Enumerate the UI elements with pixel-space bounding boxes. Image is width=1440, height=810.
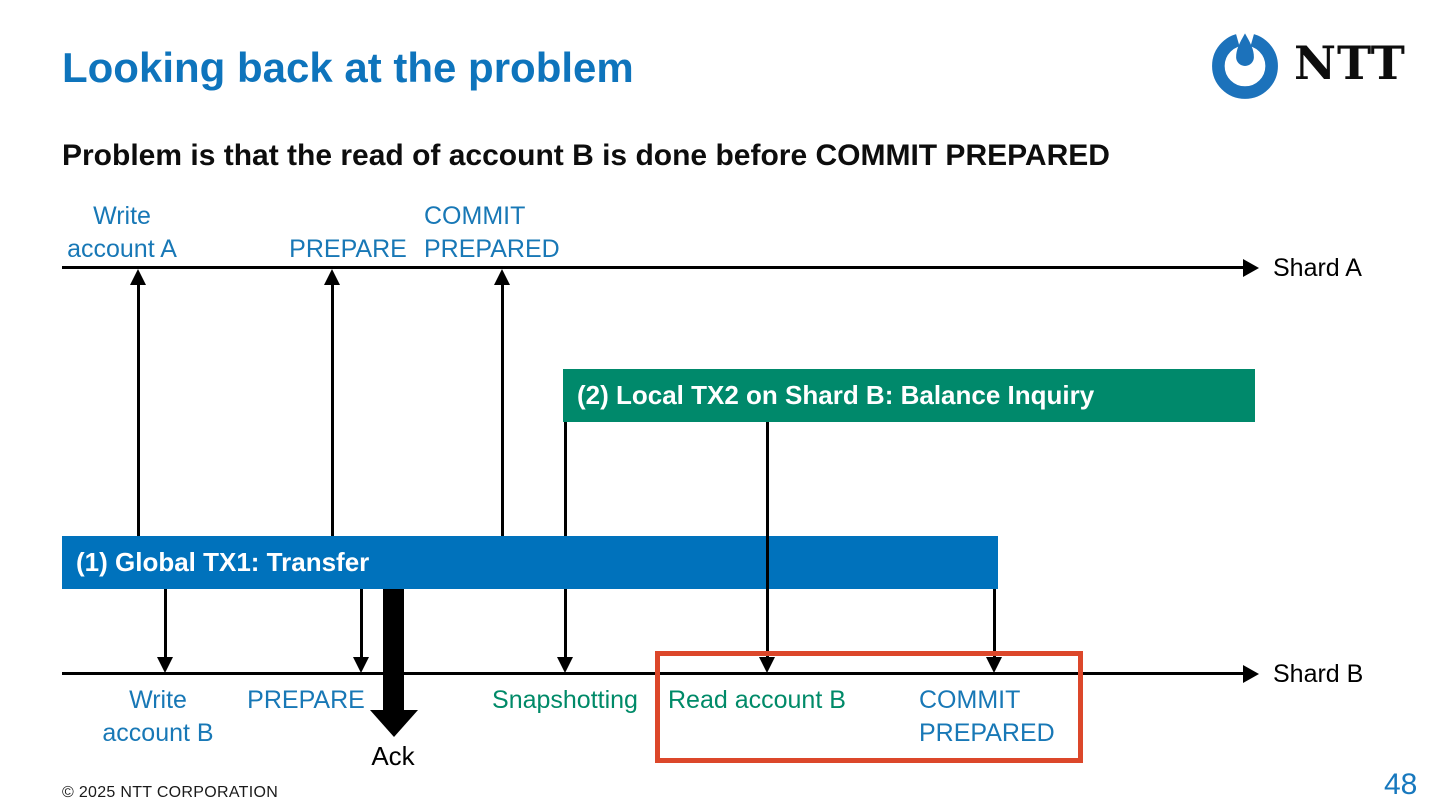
up-arrowhead-prepare-a-icon (324, 269, 340, 285)
event-label-read-account-b: Read account B (668, 686, 846, 714)
tx1-bar: (1) Global TX1: Transfer (62, 536, 998, 589)
down-arrowhead-write-b-icon (157, 657, 173, 673)
event-label-commit-prepared-a: COMMIT PREPARED (424, 202, 560, 263)
down-arrow-commit-prepared-b (993, 589, 996, 659)
down-arrowhead-snapshotting-icon (557, 657, 573, 673)
event-label-prepare-b: PREPARE (247, 686, 365, 714)
down-arrowhead-commit-prepared-b-icon (986, 657, 1002, 673)
tx2-bar: (2) Local TX2 on Shard B: Balance Inquir… (563, 369, 1255, 422)
ack-arrow-shaft (383, 589, 404, 710)
up-arrow-prepare-a (331, 283, 334, 536)
shard-a-label: Shard A (1273, 254, 1362, 282)
up-arrow-write-a (137, 283, 140, 536)
ntt-logo: NTT (1208, 23, 1406, 100)
page-number: 48 (1384, 768, 1418, 801)
event-label-prepare-a: PREPARE (289, 235, 407, 263)
ack-label: Ack (371, 741, 415, 771)
event-label-snapshotting: Snapshotting (492, 686, 638, 714)
shard-b-timeline-arrowhead-icon (1243, 665, 1259, 683)
slide-subtitle: Problem is that the read of account B is… (62, 139, 1110, 172)
up-arrowhead-commit-prepared-a-icon (494, 269, 510, 285)
shard-a-timeline (62, 266, 1245, 269)
down-arrowhead-prepare-b-icon (353, 657, 369, 673)
tx2-bar-label: (2) Local TX2 on Shard B: Balance Inquir… (577, 380, 1095, 410)
event-label-write-account-a: Write account A (67, 202, 177, 263)
problem-highlight-box (655, 651, 1083, 763)
copyright-footer: © 2025 NTT CORPORATION (62, 784, 279, 801)
down-arrow-read-account-b (766, 422, 769, 660)
ack-arrowhead-icon (370, 710, 418, 737)
event-label-write-account-b: Write account B (102, 686, 214, 747)
tx1-bar-label: (1) Global TX1: Transfer (76, 547, 370, 577)
shard-b-timeline (62, 672, 1245, 675)
down-arrow-write-b (164, 589, 167, 659)
ntt-dynamic-loop-icon (1208, 23, 1282, 100)
up-arrowhead-write-a-icon (130, 269, 146, 285)
down-arrowhead-read-account-b-icon (759, 657, 775, 673)
shard-a-timeline-arrowhead-icon (1243, 259, 1259, 277)
event-label-commit-prepared-b: COMMIT PREPARED (919, 686, 1055, 747)
shard-b-label: Shard B (1273, 660, 1364, 688)
down-arrow-prepare-b (360, 589, 363, 659)
page-title: Looking back at the problem (62, 44, 634, 91)
ntt-wordmark: NTT (1294, 36, 1406, 90)
up-arrow-commit-prepared-a (501, 283, 504, 536)
